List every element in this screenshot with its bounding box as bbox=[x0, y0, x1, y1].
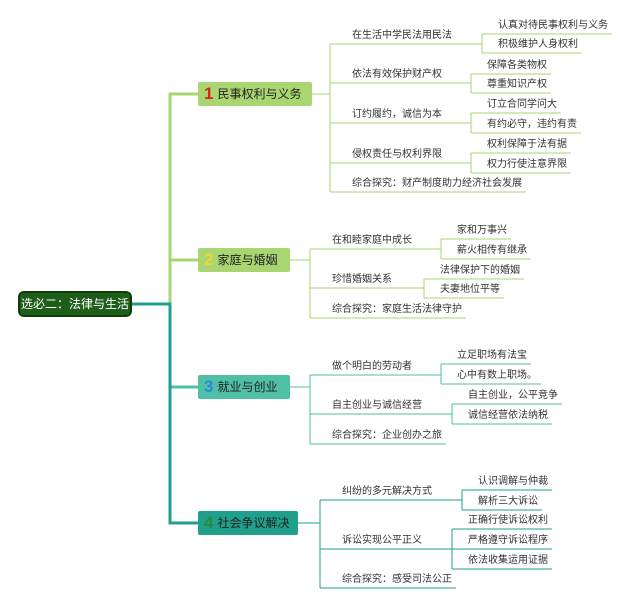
branch-label: 就业与创业 bbox=[217, 380, 278, 394]
subtopic-label[interactable]: 侵权责任与权利界限 bbox=[352, 149, 442, 160]
leaf-label[interactable]: 立足职场有法宝 bbox=[457, 350, 527, 361]
leaf-label[interactable]: 夫妻地位平等 bbox=[440, 284, 500, 295]
leaf-label[interactable]: 心中有数上职场。 bbox=[457, 370, 537, 381]
root-branch-connector bbox=[132, 92, 198, 306]
leaf-label[interactable]: 认识调解与仲裁 bbox=[478, 476, 548, 487]
branch-number: 1 bbox=[204, 84, 214, 103]
subtopic-label[interactable]: 珍惜婚姻关系 bbox=[332, 274, 392, 285]
leaf-label[interactable]: 尊重知识产权 bbox=[487, 79, 547, 90]
subtopic-label[interactable]: 在生活中学民法用民法 bbox=[352, 30, 452, 41]
subtopic-label[interactable]: 综合探究：家庭生活法律守护 bbox=[332, 304, 462, 315]
subtopic-label[interactable]: 诉讼实现公平正义 bbox=[342, 535, 422, 546]
branch-number: 2 bbox=[204, 250, 214, 269]
subtopic-label[interactable]: 纠纷的多元解决方式 bbox=[342, 486, 432, 497]
leaf-label[interactable]: 严格遵守诉讼程序 bbox=[468, 535, 548, 546]
leaf-label[interactable]: 保障各类物权 bbox=[487, 60, 547, 71]
root-topic[interactable]: 选必二：法律与生活 bbox=[18, 291, 132, 317]
branch-label: 民事权利与义务 bbox=[217, 87, 302, 101]
leaf-label[interactable]: 正确行使诉讼权利 bbox=[468, 515, 548, 526]
leaf-label[interactable]: 解析三大诉讼 bbox=[478, 496, 538, 507]
subtopic-label[interactable]: 综合探究：财产制度助力经济社会发展 bbox=[352, 178, 522, 189]
root-branch-connector bbox=[132, 302, 198, 525]
leaf-label[interactable]: 家和万事兴 bbox=[457, 225, 507, 236]
leaf-label[interactable]: 权利保障于法有据 bbox=[487, 139, 567, 150]
leaf-label[interactable]: 认真对待民事权利与义务 bbox=[498, 20, 608, 31]
root-branch-connector bbox=[132, 302, 198, 389]
leaf-label[interactable]: 诚信经营依法纳税 bbox=[468, 410, 548, 421]
branch-number: 4 bbox=[204, 513, 214, 532]
root-branch-connector bbox=[132, 258, 198, 306]
leaf-label[interactable]: 薪火相传有继承 bbox=[457, 245, 527, 256]
leaf-label[interactable]: 法律保护下的婚姻 bbox=[440, 265, 520, 276]
leaf-label[interactable]: 有约必守，违约有责 bbox=[487, 119, 577, 130]
leaf-label[interactable]: 依法收集运用证据 bbox=[468, 555, 548, 566]
subtopic-label[interactable]: 在和睦家庭中成长 bbox=[332, 235, 412, 246]
leaf-label[interactable]: 权力行使注意界限 bbox=[487, 159, 567, 170]
branch-label: 社会争议解决 bbox=[217, 516, 290, 530]
subtopic-label[interactable]: 做个明白的劳动者 bbox=[332, 361, 412, 372]
branch-label: 家庭与婚姻 bbox=[217, 253, 278, 267]
subtopic-label[interactable]: 自主创业与诚信经营 bbox=[332, 400, 422, 411]
leaf-label[interactable]: 订立合同学问大 bbox=[487, 99, 557, 110]
subtopic-label[interactable]: 订约履约，诚信为本 bbox=[352, 109, 442, 120]
leaf-label[interactable]: 自主创业，公平竞争 bbox=[468, 390, 558, 401]
branch-number: 3 bbox=[204, 377, 214, 396]
leaf-label[interactable]: 积极维护人身权利 bbox=[498, 39, 578, 50]
subtopic-label[interactable]: 依法有效保护财产权 bbox=[352, 69, 442, 80]
subtopic-label[interactable]: 综合探究：企业创办之旅 bbox=[332, 430, 442, 441]
subtopic-label[interactable]: 综合探究：感受司法公正 bbox=[342, 574, 452, 585]
